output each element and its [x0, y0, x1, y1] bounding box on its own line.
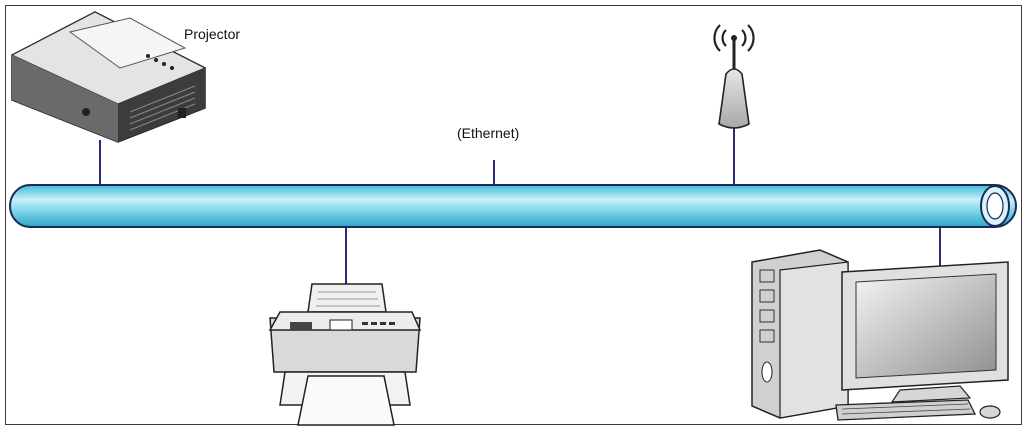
printer-icon	[268, 283, 422, 426]
wireless-access-point-icon	[713, 24, 755, 129]
ethernet-cable	[9, 184, 1017, 228]
projector-label: Projector	[184, 26, 241, 42]
desktop-computer-icon	[751, 249, 1009, 421]
projector-icon	[10, 11, 207, 143]
ethernet-label: (Ethernet)	[457, 125, 520, 141]
